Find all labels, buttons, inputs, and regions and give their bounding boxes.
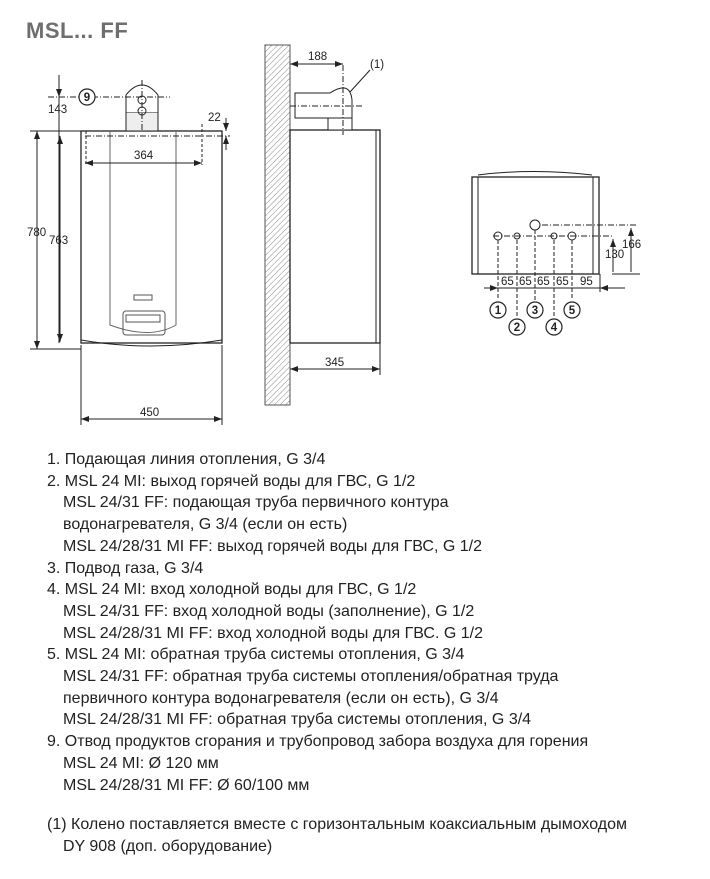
footnote-line: DY 908 (доп. оборудование) [63,837,273,855]
svg-text:22: 22 [208,112,221,124]
svg-text:763: 763 [49,235,68,247]
svg-text:95: 95 [580,276,593,288]
legend-line: 9. Отвод продуктов сгорания и трубопрово… [47,733,589,751]
svg-text:166: 166 [622,239,641,251]
svg-text:65: 65 [537,276,550,288]
legend-line: 4. MSL 24 MI: вход холодной воды для ГВС… [47,581,417,599]
footnote: (1) Колено поставляется вместе с горизон… [47,814,627,857]
legend-line: 5. MSL 24 MI: обратная труба системы ото… [47,646,465,664]
legend-line: 2. MSL 24 MI: выход горячей воды для ГВС… [47,472,416,490]
svg-text:5: 5 [569,305,576,317]
svg-text:1: 1 [495,305,502,317]
front-view: 9 143 22 364 780 763 450 [27,75,230,425]
svg-text:4: 4 [551,322,558,334]
legend-line: MSL 24/28/31 MI FF: выход горячей воды д… [63,537,482,555]
page-title: MSL... FF [26,18,129,43]
callout-9 [78,88,96,106]
svg-text:(1): (1) [370,59,384,71]
footnote-line: (1) Колено поставляется вместе с горизон… [47,816,628,833]
legend-line: MSL 24 MI: Ø 120 мм [63,754,219,772]
legend-line: MSL 24/31 FF: подающая труба первичного … [63,494,449,512]
legend-line: водонагревателя, G 3/4 (если он есть) [63,516,348,534]
wall [264,44,291,406]
connections-legend: 1. Подающая линия отопления, G 3/4 2. MS… [47,449,588,796]
svg-text:364: 364 [134,150,154,162]
svg-text:780: 780 [27,227,46,239]
bottom-view: 65 65 65 65 95 166 130 1 2 3 4 5 [471,171,641,336]
legend-line: MSL 24/28/31 MI FF: вход холодной воды д… [63,624,483,642]
svg-text:130: 130 [605,249,624,261]
legend-line: 1. Подающая линия отопления, G 3/4 [47,451,326,468]
legend-line: MSL 24/28/31 MI FF: Ø 60/100 мм [63,776,310,794]
svg-text:65: 65 [501,276,514,288]
svg-text:65: 65 [556,276,569,288]
svg-text:65: 65 [519,276,532,288]
legend-line: MSL 24/28/31 MI FF: обратная труба систе… [63,711,532,729]
svg-text:3: 3 [532,305,538,317]
technical-drawing: 9 143 22 364 780 763 450 188 (1) 345 [27,44,641,425]
svg-text:450: 450 [140,407,159,419]
boiler-body-side [289,129,381,344]
svg-text:345: 345 [325,357,344,369]
legend-line: MSL 24/31 FF: вход холодной воды (заполн… [63,602,475,620]
legend-line: MSL 24/31 FF: обратная труба системы ото… [63,668,559,686]
side-view: 188 (1) 345 [264,44,384,406]
svg-text:143: 143 [48,104,67,116]
legend-line: 3. Подвод газа, G 3/4 [47,559,204,577]
svg-text:9: 9 [84,92,90,104]
legend-line: первичного контура водонагревателя (если… [63,689,499,707]
svg-text:188: 188 [308,51,327,63]
svg-text:2: 2 [514,322,520,334]
